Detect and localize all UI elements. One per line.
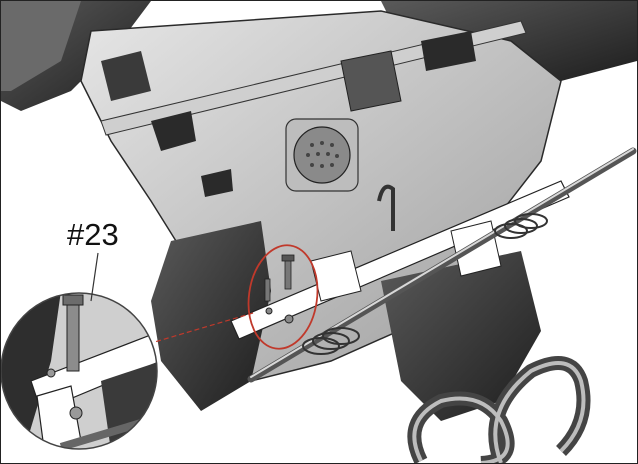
rear-bumper-loop-right-highlight: [493, 361, 586, 463]
zoom-circle-icon: [1, 291, 159, 451]
axle-rod: [247, 147, 637, 383]
right-side-panel: [381, 251, 541, 421]
grille: [293, 126, 351, 184]
grille-holes: [306, 141, 339, 168]
vent-top-left: [101, 51, 151, 101]
callout-pointer: [90, 252, 99, 302]
rear-bumper-loop-left-highlight: [412, 396, 510, 463]
part-number-label: #23: [65, 217, 121, 252]
bolt-icon: [264, 254, 295, 324]
leader-line: [140, 312, 254, 347]
hook: [377, 184, 395, 231]
vent-left: [151, 111, 196, 151]
seat-bracket: [340, 50, 402, 112]
front-left-wheel-well: [1, 1, 81, 91]
highlight-circle: [247, 244, 319, 350]
vent-lower-left: [201, 169, 233, 197]
vent-right: [421, 31, 476, 71]
left-side-panel: [151, 221, 271, 411]
coil-spring-left: [302, 327, 360, 355]
coil-spring-right: [494, 213, 548, 239]
mounting-rail: [230, 180, 570, 340]
